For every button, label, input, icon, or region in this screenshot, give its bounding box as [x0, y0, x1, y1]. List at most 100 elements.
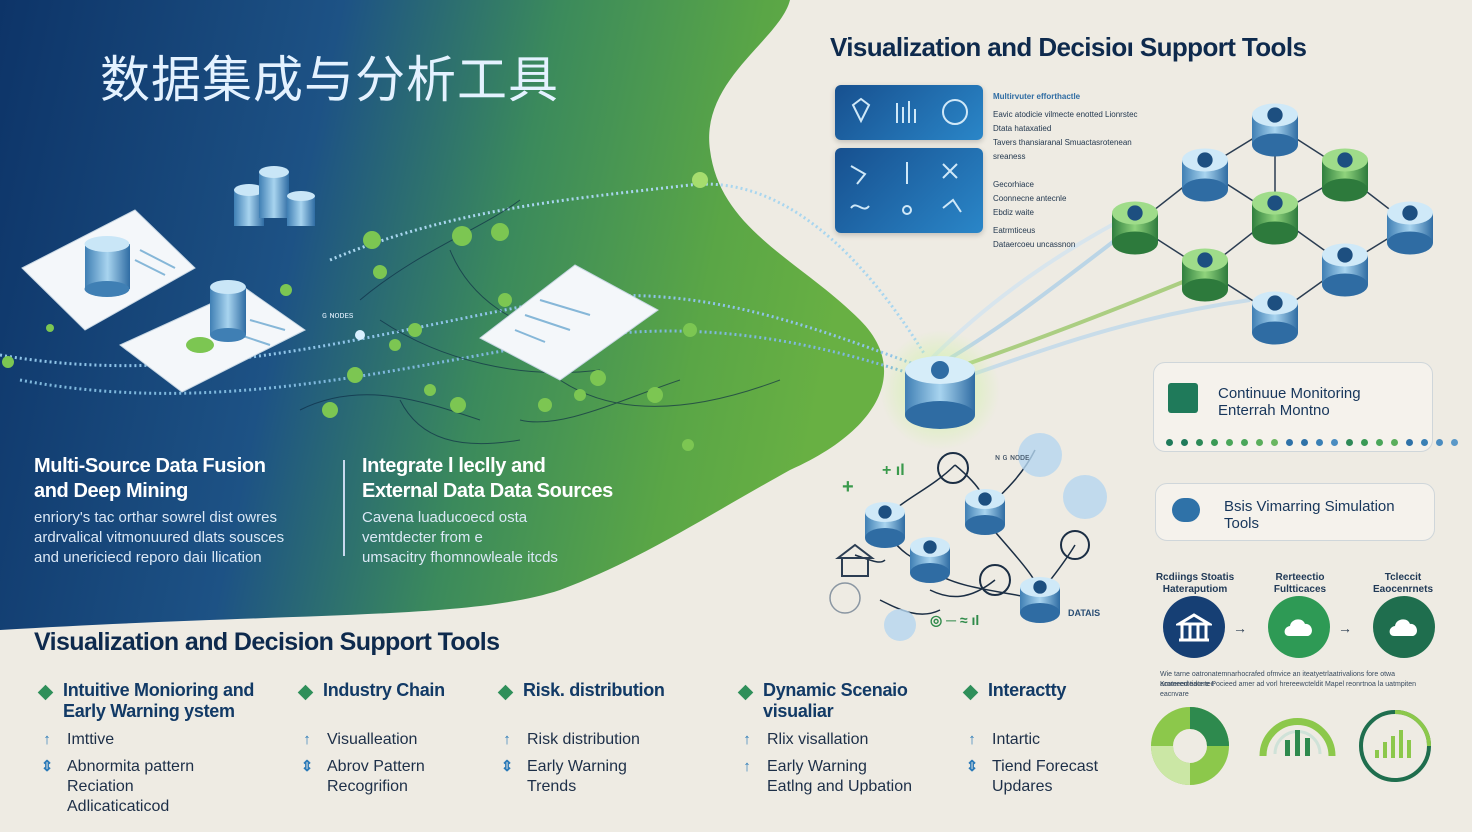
feature-item[interactable]: ↑Rlix visallation — [740, 730, 965, 750]
up-down-arrow-icon: ⇕ — [500, 758, 514, 775]
network-node-icon — [1252, 191, 1298, 245]
diamond-bullet-icon — [962, 684, 979, 701]
fusion-section: Multi-Source Data Fusion and Deep Mining… — [34, 454, 334, 568]
cloud-icon[interactable] — [1268, 596, 1330, 658]
panel-item: Dataercoeu uncassnon — [993, 240, 1076, 249]
network-node-icon — [1020, 577, 1060, 623]
diamond-bullet-icon — [497, 684, 514, 701]
integrate-section: Integrate l leclly and External Data Dat… — [362, 454, 682, 568]
network-node-icon — [1182, 248, 1228, 302]
network-node-icon — [865, 502, 905, 548]
gauge-icon — [1259, 718, 1336, 757]
fusion-body-line1: enriory's tac orthar sowrel dist owres — [34, 509, 277, 526]
feature-title-line1: Industry Chain — [323, 680, 445, 700]
dashboard-panel-top[interactable] — [835, 85, 983, 140]
up-arrow-icon: ↑ — [743, 758, 751, 775]
network-node-icon — [965, 489, 1005, 535]
simulation-line1: Bsis Vimarring Simulation — [1224, 498, 1395, 515]
feature-item[interactable]: ↑Intartic — [965, 730, 1135, 750]
feature-item[interactable]: ↑Risk distribution — [500, 730, 725, 750]
progress-dots — [1166, 439, 1458, 446]
chevron-icon — [850, 165, 867, 185]
cloud-icon[interactable] — [1373, 596, 1435, 658]
integrate-body-line1: Cavena luaducoecd osta — [362, 509, 528, 526]
up-down-arrow-icon: ⇕ — [300, 758, 314, 775]
donut-chart-icon — [1151, 707, 1229, 785]
dashboard-panel-bottom[interactable] — [835, 148, 983, 233]
network-node-icon — [1252, 291, 1298, 345]
fusion-body-line3: and unericiecd reporo daiı llication — [34, 549, 262, 566]
network-node-icon — [1322, 243, 1368, 297]
fusion-body-line2: ardrvalical vitmonuured dlats sousces — [34, 529, 285, 546]
symbols-label: ◎ ─ ≈ ıl — [930, 612, 980, 628]
cross-icon — [942, 163, 958, 179]
diamond-bullet-icon — [37, 684, 54, 701]
panel-item: Eatrmticeus — [993, 226, 1036, 235]
diamond-bullet-icon — [297, 684, 314, 701]
monitoring-card[interactable]: Continuue Monitoring Enterrah Montno — [1153, 362, 1458, 452]
monitor-icon — [1168, 383, 1198, 413]
trend-icon — [942, 198, 962, 213]
globe-icon — [942, 99, 968, 125]
feature-title-line1: Intuitive Monioring and — [63, 680, 255, 700]
feature-column-risk: Risk. distribution ↑Risk distribution ⇕E… — [497, 680, 725, 804]
feature-column-industry: Industry Chain ↑Visualleation ⇕Abrov Pat… — [297, 680, 525, 804]
network-node-icon — [910, 537, 950, 583]
leaf-icon — [851, 97, 871, 124]
flow-caption-line2: Kmmeed tidtere Pocieed amer ad vorl hrer… — [1160, 681, 1417, 698]
diamond-bullet-icon — [737, 684, 754, 701]
fusion-title-line2: and Deep Mining — [34, 480, 189, 502]
feature-item[interactable]: ↑Imttive — [40, 730, 265, 750]
network-node-icon — [1182, 148, 1228, 202]
fusion-title-line1: Multi-Source Data Fusion — [34, 455, 266, 477]
integrate-body-line2: vemtdecter from e — [362, 529, 483, 546]
feature-title-line1: Risk. distribution — [523, 680, 665, 700]
panel-item: Dtata hataxatied — [993, 124, 1052, 133]
network-node-icon — [1322, 148, 1368, 202]
panel-item: Coonnecne antecnle — [993, 194, 1067, 203]
feature-title-line1: Interactty — [988, 680, 1067, 700]
flow-arrow-icon: → — [1338, 620, 1352, 636]
panel-item: Tavers thansiaranal Smuactasrotenean sre… — [993, 138, 1132, 161]
panel-legend: Multirvuter efforthactle Eavic atodicie … — [993, 90, 1153, 252]
monitoring-line2: Enterrah Montno — [1218, 402, 1330, 419]
feature-title-line2: Early Warning ystem — [63, 701, 235, 721]
network-node-icon — [1112, 201, 1158, 255]
panel-bottom-icons — [850, 162, 962, 215]
network-node-icon — [1387, 201, 1433, 255]
node-icon — [902, 205, 912, 215]
simulation-card[interactable]: Bsis Vimarring Simulation Tools — [1155, 483, 1435, 541]
top-right-title: Visualization and Decisioı Support Tools — [830, 32, 1307, 62]
flow-label-3: Tcleccit Eaocenrnets — [1372, 572, 1434, 595]
flow-label-2: Rerteectio Fultticaces — [1273, 572, 1327, 595]
bottom-section-title: Visualization and Decision Support Tools — [34, 628, 500, 656]
bar-gauge-icon — [1359, 710, 1431, 782]
bars-icon — [896, 101, 916, 123]
flow-label-1: Rcdiings Stoatis Hateraputiom — [1155, 572, 1235, 595]
panel-heading: Multirvuter efforthactle — [993, 92, 1081, 101]
building-icon[interactable] — [1163, 596, 1225, 658]
up-down-arrow-icon: ⇕ — [965, 758, 979, 775]
up-arrow-icon: ↑ — [743, 731, 751, 748]
up-arrow-icon: ↑ — [303, 731, 311, 748]
plus-icon: + — [842, 476, 854, 498]
cloud-label: ɢ ɴᴏᴅᴇs — [322, 310, 354, 320]
integrate-title-line1: Integrate l leclly and — [362, 455, 546, 477]
section-divider — [343, 460, 345, 556]
feature-column-scenario: Dynamic Scenaio visualiar ↑Rlix visallat… — [737, 680, 965, 804]
wave-icon — [850, 204, 870, 210]
network-node-icon — [1252, 103, 1298, 157]
monitoring-line1: Continuue Monitoring — [1218, 385, 1361, 402]
flow-arrow-icon: → — [1233, 620, 1247, 636]
plus-marks-label: + ıl — [882, 462, 905, 479]
up-arrow-icon: ↑ — [503, 731, 511, 748]
integrate-title-line2: External Data Data Sources — [362, 480, 613, 502]
feature-item[interactable]: ↑Visualleation — [300, 730, 525, 750]
